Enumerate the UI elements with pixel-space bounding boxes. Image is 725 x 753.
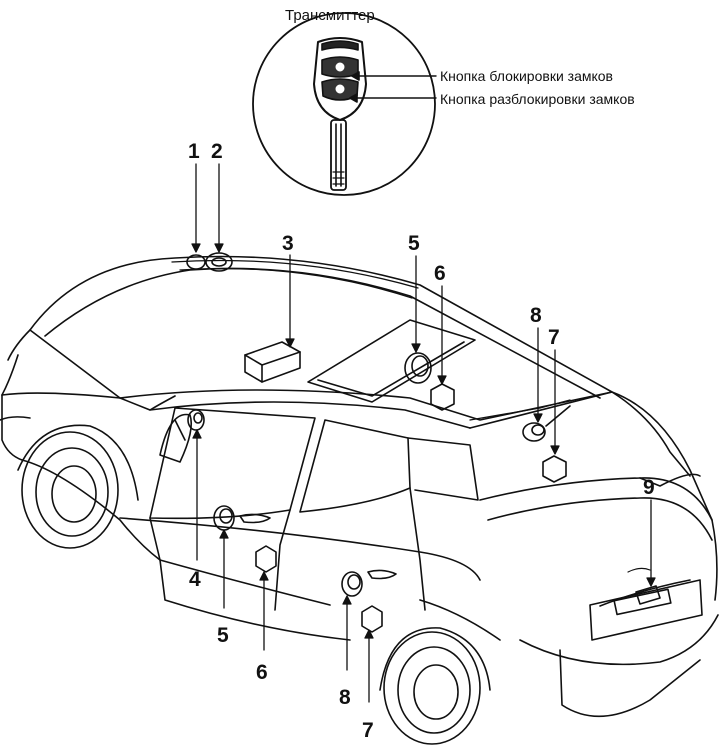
unlock-button-label: Кнопка разблокировки замков: [440, 91, 635, 107]
component-1: [186, 254, 206, 270]
rear-door-handle: [367, 569, 397, 580]
rear-window: [299, 419, 411, 513]
fob-top-strip: [321, 40, 359, 51]
hood: [1, 392, 121, 399]
transmitter-title: Трансмиттер: [285, 7, 375, 24]
key-fob-body: [313, 37, 367, 121]
component-5-roof: [404, 352, 432, 384]
component-7-door: [361, 605, 383, 633]
callout-3: 3: [282, 232, 294, 255]
component-8-roof: [522, 422, 546, 442]
component-8-door: [341, 571, 363, 597]
callout-4: 4: [189, 568, 201, 591]
side-body: [21, 459, 331, 606]
callout-5-roof: 5: [408, 232, 420, 255]
side-mirror: [159, 413, 193, 463]
callout-6-roof: 6: [434, 262, 446, 285]
sunroof: [307, 319, 476, 403]
components: [186, 252, 661, 633]
rear-wheel: [379, 627, 491, 745]
component-4: [187, 409, 205, 431]
front-wheel: [17, 424, 139, 549]
front-door-seam: [274, 509, 291, 611]
callout-1: 1: [188, 140, 200, 163]
component-6-door: [255, 545, 277, 573]
component-2: [205, 252, 233, 272]
front-fascia: [1, 394, 23, 461]
callout-5-door: 5: [217, 624, 229, 647]
windshield: [29, 329, 176, 411]
component-7-roof: [542, 455, 567, 483]
transmitter-inset: [252, 12, 437, 196]
rear-hatch: [469, 391, 718, 601]
callout-7-door: 7: [362, 719, 374, 742]
front-door-handle: [239, 513, 271, 524]
component-9: [635, 585, 661, 605]
roof-outline: [29, 255, 691, 477]
callout-7-roof: 7: [548, 326, 560, 349]
rear-door-seam: [409, 487, 426, 611]
inset-circle: [252, 12, 436, 196]
beltline: [119, 389, 613, 421]
car-body: [0, 255, 719, 745]
callout-8-roof: 8: [530, 304, 542, 327]
callout-2: 2: [211, 140, 223, 163]
lock-button-label: Кнопка блокировки замков: [440, 68, 613, 84]
callout-9: 9: [643, 476, 655, 499]
leader-lines: [191, 163, 656, 703]
front-window: [149, 407, 316, 520]
callout-8-door: 8: [339, 686, 351, 709]
component-6-roof: [430, 383, 455, 411]
rear-bumper: [519, 614, 719, 666]
component-3: [244, 341, 301, 383]
key-blade: [330, 119, 347, 191]
callout-6-door: 6: [256, 661, 268, 684]
